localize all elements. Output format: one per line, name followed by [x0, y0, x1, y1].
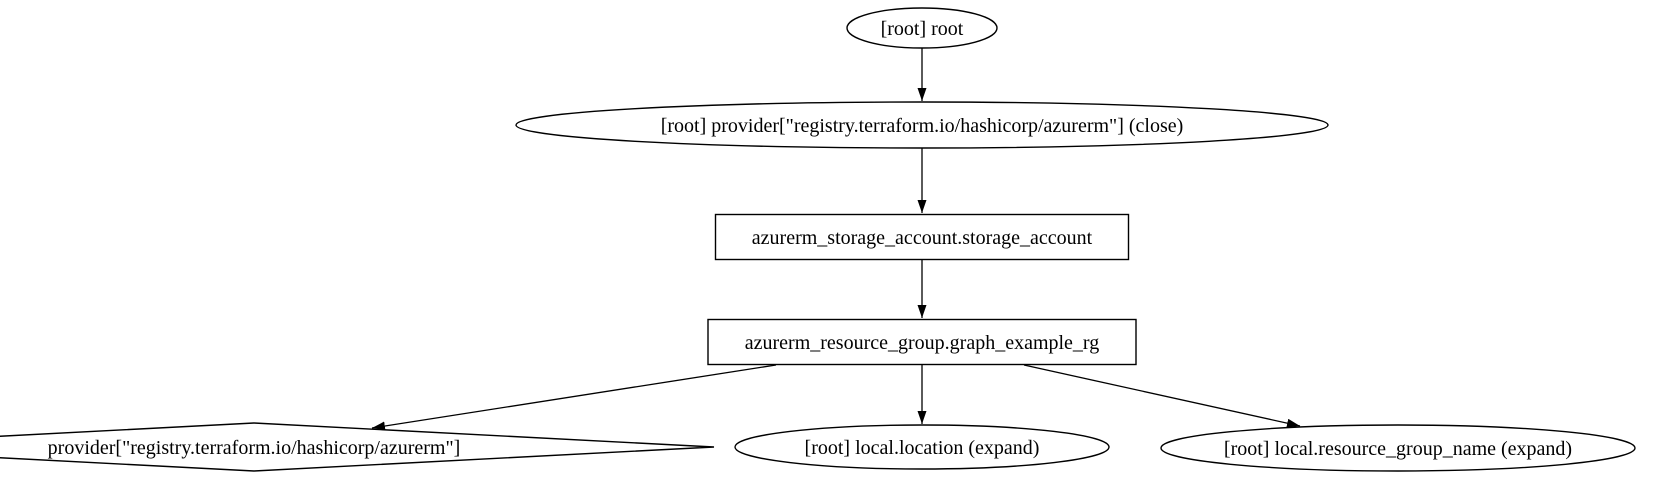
edge-resource-group-to-local-resource-group-name — [1023, 364, 1301, 428]
node-provider-shape — [0, 422, 715, 472]
node-resource-group-label: azurerm_resource_group.graph_example_rg — [745, 332, 1099, 354]
nodes-layer: [root] root [root] provider["registry.ter… — [0, 7, 1636, 472]
edge-resource-group-to-provider — [371, 364, 777, 431]
node-storage-account-shape — [714, 213, 1130, 261]
node-local-resource-group-name-label: [root] local.resource_group_name (expand… — [1224, 438, 1572, 460]
node-provider-close-shape — [515, 101, 1329, 149]
node-local-resource-group-name-shape — [1160, 424, 1636, 472]
node-resource-group-shape — [707, 318, 1137, 366]
node-storage-account-label: azurerm_storage_account.storage_account — [752, 227, 1093, 249]
node-provider-label: provider["registry.terraform.io/hashicor… — [48, 437, 461, 459]
node-provider-close-label: [root] provider["registry.terraform.io/h… — [661, 115, 1184, 137]
node-local-location-label: [root] local.location (expand) — [805, 437, 1040, 459]
node-local-location-shape — [734, 424, 1110, 470]
edges-layer — [371, 48, 1301, 431]
node-root-shape — [846, 7, 998, 49]
node-root-label: [root] root — [881, 18, 964, 40]
